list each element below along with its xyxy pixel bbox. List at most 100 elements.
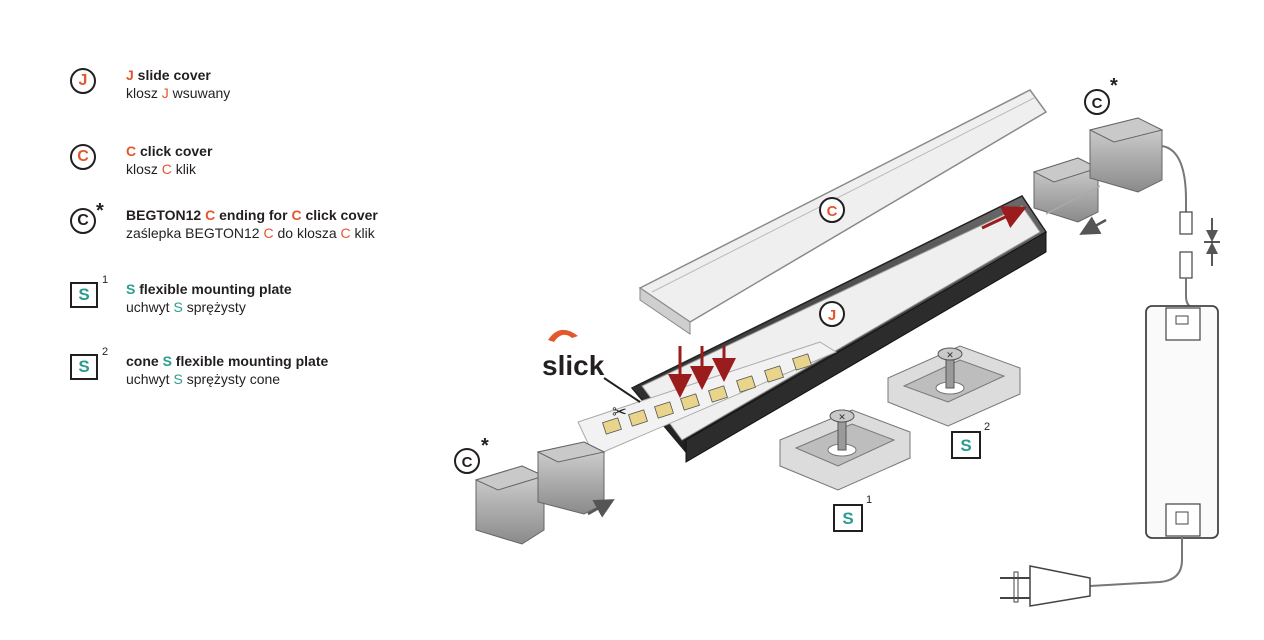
led-strip [577, 341, 838, 457]
legend-text-segment: J [126, 67, 134, 83]
legend-text-segment: sprężysty cone [182, 371, 281, 387]
slick-logo-text: slick [542, 350, 605, 381]
end-cap-left-arrow [587, 499, 615, 518]
j-cover-label: J [819, 301, 845, 327]
insert-arrows [668, 346, 736, 398]
led-chip [628, 409, 648, 427]
legend-text-segment: S [126, 281, 136, 297]
c-end-right-text: C [1092, 95, 1103, 112]
legend-symbol-letter: C [70, 144, 96, 170]
legend-symbol-sup: 1 [102, 274, 109, 286]
legend-symbol-letter: J [70, 68, 96, 94]
legend-text-segment: S [173, 299, 183, 315]
cable-connector-female [1179, 251, 1193, 279]
s2-label: S 2 [951, 421, 990, 459]
connect-arrows [1204, 218, 1220, 266]
legend-text-segment: C [205, 207, 216, 223]
c-end-left-text: C [462, 454, 473, 471]
legend-text-segment: zaślepka BEGTON12 [126, 225, 264, 241]
c-end-cap-left-label: C * [454, 435, 489, 474]
legend-text-segment: klik [171, 161, 197, 177]
s1-label: S 1 [833, 494, 872, 532]
legend-text-segment: C [291, 207, 302, 223]
end-cap-right-inner [1032, 157, 1100, 223]
led-chip [764, 365, 784, 383]
legend-text-segment: flexible mounting plate [135, 281, 292, 297]
legend-title-en: BEGTON12 C ending for C click cover [126, 206, 466, 224]
led-chip [654, 401, 674, 419]
legend-text-segment: BEGTON12 [126, 207, 206, 223]
c-end-cap-right-label: C * [1084, 75, 1118, 115]
legend-symbol-star: * [96, 200, 104, 222]
legend-symbol-sup: 2 [102, 346, 109, 358]
legend-title-en: C click cover [126, 142, 466, 160]
c-end-left-star: * [481, 435, 489, 457]
legend-text-segment: flexible mounting plate [171, 353, 329, 369]
legend-text-segment: sprężysty [182, 299, 246, 315]
legend-title-pl: klosz J wsuwany [126, 84, 466, 102]
legend-text-segment: C [161, 161, 172, 177]
legend-title-pl: zaślepka BEGTON12 C do klosza C klik [126, 224, 466, 242]
led-chip [792, 353, 812, 371]
legend-symbol: J [68, 66, 112, 110]
mounting-plate-s2: ✕ [887, 345, 1021, 427]
s2-label-sup: 2 [984, 421, 990, 433]
legend-text-segment: do klosza [273, 225, 341, 241]
cable-connector-male [1179, 211, 1193, 235]
led-chip [736, 375, 756, 393]
screw-icon: ✕ [946, 351, 954, 361]
power-supply [1145, 305, 1219, 539]
end-cap-left-inner [536, 441, 606, 515]
legend-text-segment: slide cover [133, 67, 211, 83]
legend-text-segment: C [340, 225, 351, 241]
legend-title-pl: uchwyt S sprężysty [126, 298, 466, 316]
s1-label-text: S [842, 509, 853, 528]
end-cap-left-outer [474, 465, 546, 545]
legend-text-segment: wsuwany [168, 85, 231, 101]
legend-symbol-letter: S [70, 282, 98, 308]
legend-symbol: C [68, 142, 112, 186]
legend-title-en: cone S flexible mounting plate [126, 352, 466, 370]
c-cover-label: C [819, 197, 845, 223]
legend-text-segment: uchwyt [126, 371, 174, 387]
legend-text-segment: J [161, 85, 169, 101]
legend-text-segment: klosz [126, 85, 162, 101]
mains-plug-icon [1000, 565, 1091, 607]
legend-title-en: J slide cover [126, 66, 466, 84]
legend-text-segment: click cover [301, 207, 378, 223]
scissors-icon: ✂ [612, 402, 627, 423]
led-chip [602, 417, 622, 435]
legend-text-segment: klosz [126, 161, 162, 177]
c-end-right-star: * [1110, 75, 1118, 97]
end-cap-right-outer [1088, 117, 1164, 193]
slick-swoosh-icon [548, 329, 578, 342]
slick-logo: slick [542, 329, 641, 403]
legend-symbol: C* [68, 200, 112, 250]
legend-text-segment: click cover [136, 143, 213, 159]
legend-title-en: S flexible mounting plate [126, 280, 466, 298]
legend-text-segment: C [126, 143, 137, 159]
legend-text-segment: uchwyt [126, 299, 174, 315]
feed-wire [1045, 185, 1101, 215]
end-cap-right-arrow [1079, 216, 1107, 235]
mains-cable [1089, 536, 1183, 587]
s1-label-sup: 1 [866, 494, 872, 506]
slide-direction-arrow [981, 206, 1027, 230]
j-cover-label-text: J [828, 307, 836, 324]
legend-text-segment: klik [350, 225, 375, 241]
legend-symbol-letter: C [70, 208, 96, 234]
legend-text-segment: cone [126, 353, 163, 369]
legend-title-pl: klosz C klik [126, 160, 466, 178]
mounting-plate-s1: ✕ [779, 409, 911, 491]
c-cover-label-text: C [827, 203, 838, 220]
legend-text-segment: C [263, 225, 274, 241]
s2-label-text: S [960, 436, 971, 455]
legend-text-segment: S [162, 353, 172, 369]
